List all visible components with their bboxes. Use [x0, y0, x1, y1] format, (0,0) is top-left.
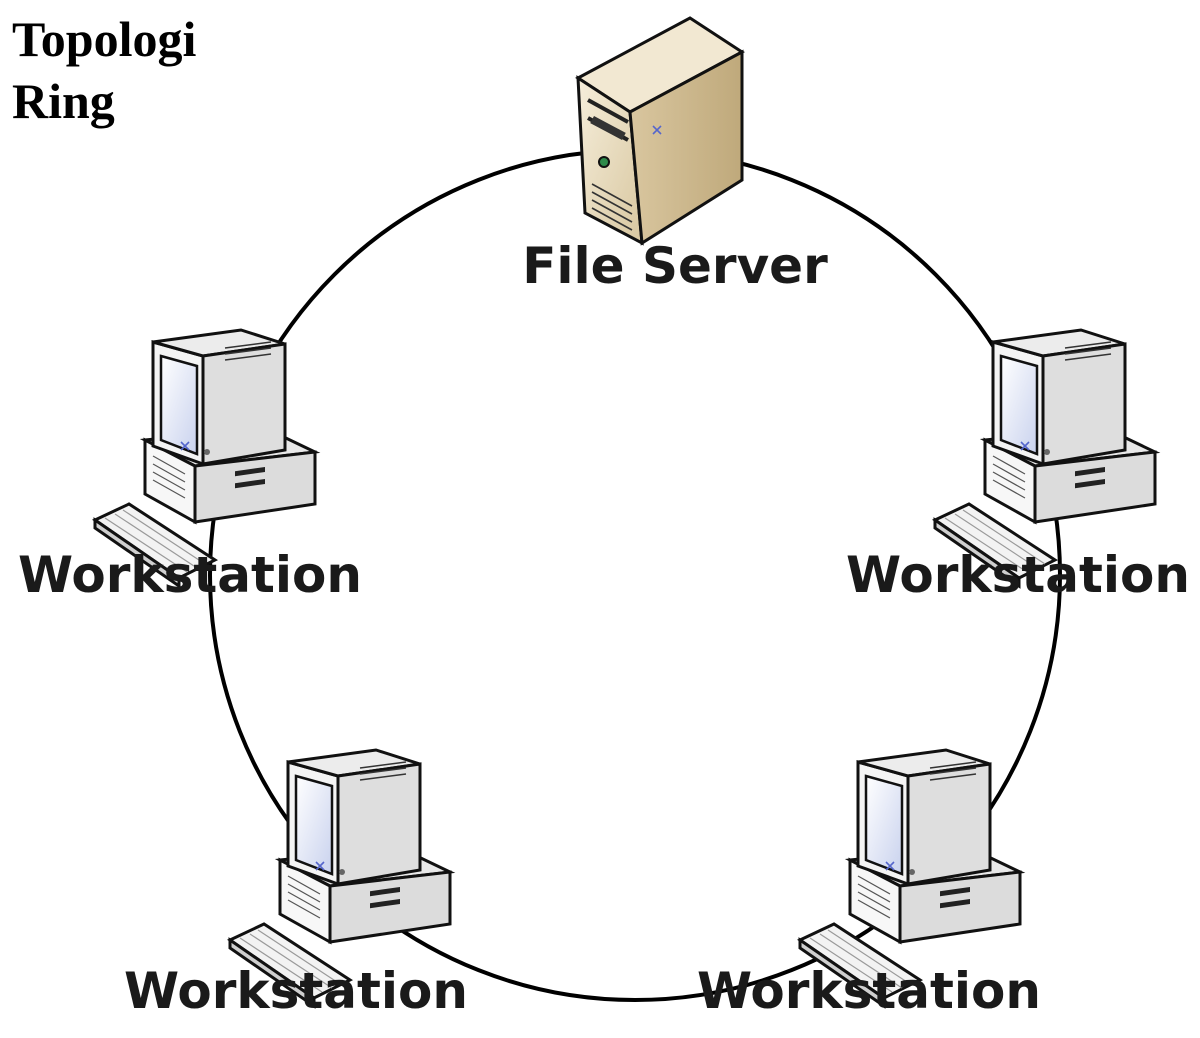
diagram-title: Topologi Ring	[12, 8, 196, 132]
workstation-label-bottom-right: Workstation	[697, 962, 1041, 1020]
title-line-2: Ring	[12, 73, 115, 129]
server-tower-icon	[575, 16, 745, 246]
title-line-1: Topologi	[12, 11, 197, 67]
workstation-label-right: Workstation	[846, 546, 1190, 604]
workstation-label-left: Workstation	[18, 546, 362, 604]
server-label: File Server	[522, 237, 828, 295]
workstation-label-bottom-left: Workstation	[124, 962, 468, 1020]
